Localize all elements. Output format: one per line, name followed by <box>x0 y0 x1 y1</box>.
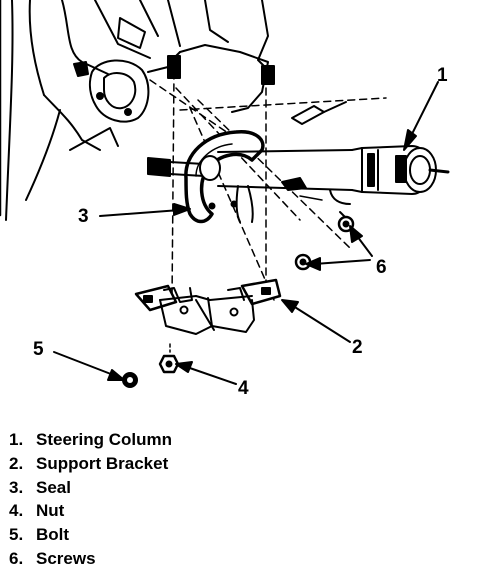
legend-label: Seal <box>36 477 71 497</box>
callout-4: 4 <box>238 378 249 399</box>
callout-1: 1 <box>437 65 448 86</box>
callout-6: 6 <box>376 257 387 278</box>
screws <box>294 211 355 271</box>
legend-number: 3. <box>9 477 24 497</box>
legend-number: 4. <box>9 501 24 521</box>
support-bracket <box>134 278 282 335</box>
upper-mount-plate <box>147 44 275 113</box>
nut <box>158 343 180 374</box>
seal <box>184 130 265 224</box>
legend-label: Support Bracket <box>36 453 169 473</box>
legend-item: 4. Nut <box>9 499 172 523</box>
legend-label: Nut <box>36 501 65 521</box>
legend-label: Screws <box>36 548 96 568</box>
legend-item: 2. Support Bracket <box>9 452 172 476</box>
legend-item: 6. Screws <box>9 547 172 568</box>
shaft-housing <box>73 59 150 123</box>
bolt <box>122 372 138 388</box>
shift-lever-pin <box>291 101 347 125</box>
legend-number: 2. <box>9 453 24 473</box>
steering-column-exploded-drawing <box>0 0 450 388</box>
legend-item: 5. Bolt <box>9 523 172 547</box>
legend-item: 1. Steering Column <box>9 428 172 452</box>
legend-number: 6. <box>9 548 24 568</box>
legend-label: Bolt <box>36 525 70 545</box>
callout-3: 3 <box>78 206 89 227</box>
steering-column <box>147 145 450 223</box>
callout-5: 5 <box>33 339 44 360</box>
dashboard-structure <box>0 0 273 221</box>
callout-2: 2 <box>352 337 363 358</box>
parts-legend: 1. Steering Column 2. Support Bracket 3. Se… <box>9 428 172 568</box>
legend-label: Steering Column <box>36 430 173 449</box>
legend-number: 1. <box>9 430 24 449</box>
leader-lines <box>53 81 439 385</box>
legend-item: 3. Seal <box>9 476 172 500</box>
legend-number: 5. <box>9 525 24 545</box>
